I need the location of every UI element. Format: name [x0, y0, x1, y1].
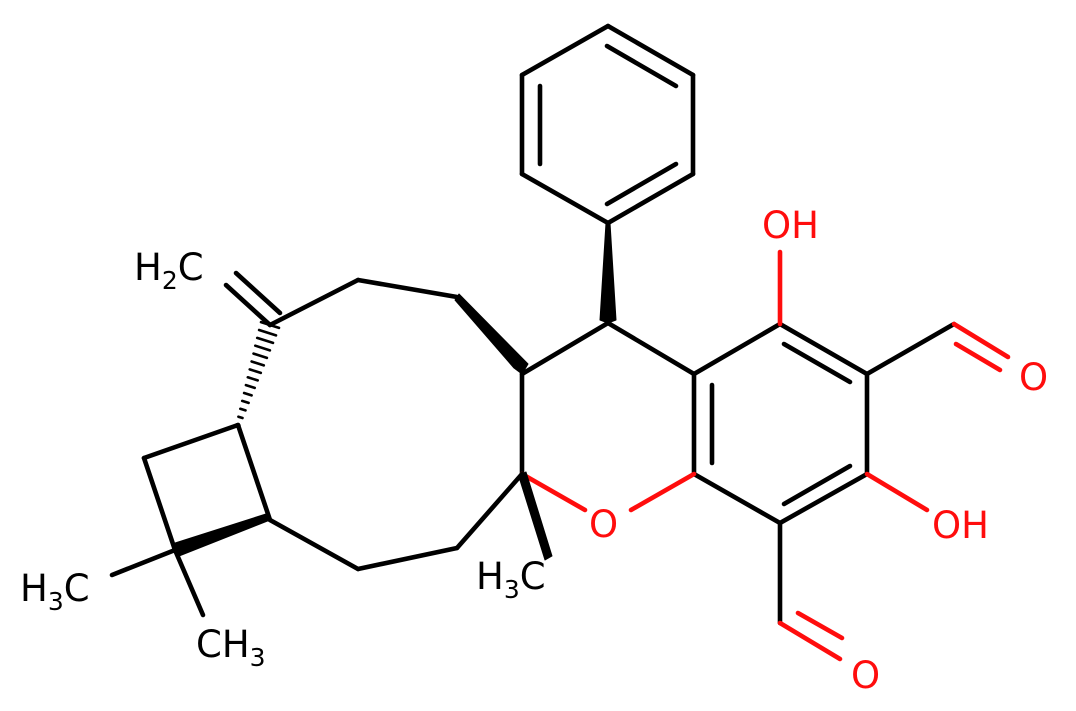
aldehyde-oxygen-bottom-label: O [851, 654, 880, 697]
hash-line [242, 391, 253, 397]
hash-line [239, 407, 247, 412]
hash-line [257, 328, 278, 337]
ch3-bottom-label: CH3 [196, 623, 266, 672]
ring-oxygen-label: O [589, 503, 618, 546]
hashed-bond [235, 320, 281, 427]
ring-bonds [109, 249, 1011, 662]
oh-top-label: OH [762, 204, 819, 247]
ch2-label: H2C [134, 246, 204, 295]
phenyl-ring [519, 23, 696, 226]
wedge-bond-ring [454, 293, 529, 375]
h3c-center-label: H3C [476, 555, 546, 604]
hash-line [235, 423, 241, 427]
h3c-left-label: H3C [20, 567, 90, 616]
wedge-bond-methyl [518, 471, 553, 561]
aromatic-ring [691, 321, 870, 526]
oh-bottom-label: OH [932, 504, 989, 547]
hash-line [237, 415, 244, 420]
wedge-bond-phenyl [599, 222, 617, 324]
hash-line [240, 399, 250, 405]
hash-line [254, 344, 272, 352]
hash-line [244, 383, 256, 390]
aldehyde-oxygen-top-label: O [1019, 356, 1048, 399]
hash-line [248, 368, 263, 375]
hash-line [250, 360, 266, 367]
hash-line [246, 375, 260, 382]
hash-line [255, 336, 275, 345]
hash-line [252, 352, 269, 360]
hash-line [259, 320, 281, 330]
wedge-bond-cyclobutane [171, 513, 271, 557]
atom-labels: H2C OH OH O O O H3C CH3 H3C [20, 204, 1048, 697]
